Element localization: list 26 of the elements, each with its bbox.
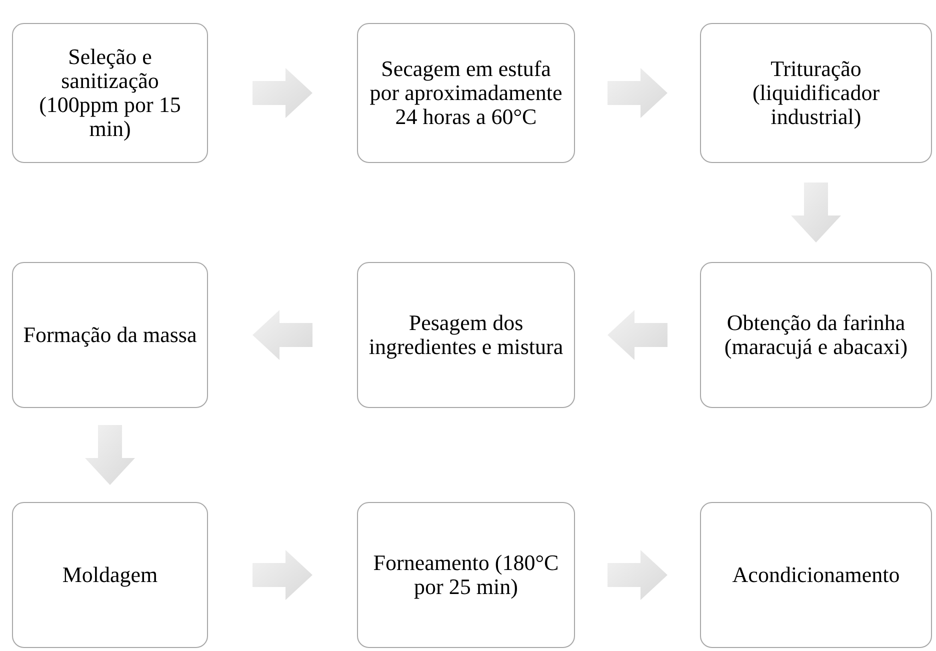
block-arrow <box>791 182 841 242</box>
step-text: Moldagem <box>62 562 158 588</box>
process-box <box>12 23 208 163</box>
process-box <box>12 502 208 648</box>
process-box <box>700 262 932 408</box>
step-text: Pesagem dos ingredientes e mistura <box>368 310 564 360</box>
block-arrow <box>252 550 312 600</box>
process-box <box>357 262 575 408</box>
step-text: Forneamento (180°C por 25 min) <box>372 550 560 600</box>
step-text: Secagem em estufa por aproximadamente 24 horas a 60°C <box>368 56 564 130</box>
step-text: Formação da massa <box>23 322 197 348</box>
step-text: Acondicionamento <box>732 562 900 588</box>
block-arrow <box>608 68 668 118</box>
block-arrow <box>252 68 312 118</box>
block-arrow <box>252 310 312 360</box>
process-box <box>700 502 932 648</box>
step-text: Seleção e sanitização (100ppm por 15 min) <box>38 44 182 142</box>
process-box <box>357 502 575 648</box>
process-box <box>700 23 932 163</box>
process-box <box>12 262 208 408</box>
step-text: Obtenção da farinha (maracujá e abacaxi) <box>723 310 909 360</box>
process-box <box>357 23 575 163</box>
block-arrow <box>85 425 135 485</box>
step-text: Trituração (liquidificador industrial) <box>751 56 881 130</box>
block-arrow <box>608 550 668 600</box>
block-arrow <box>608 310 668 360</box>
